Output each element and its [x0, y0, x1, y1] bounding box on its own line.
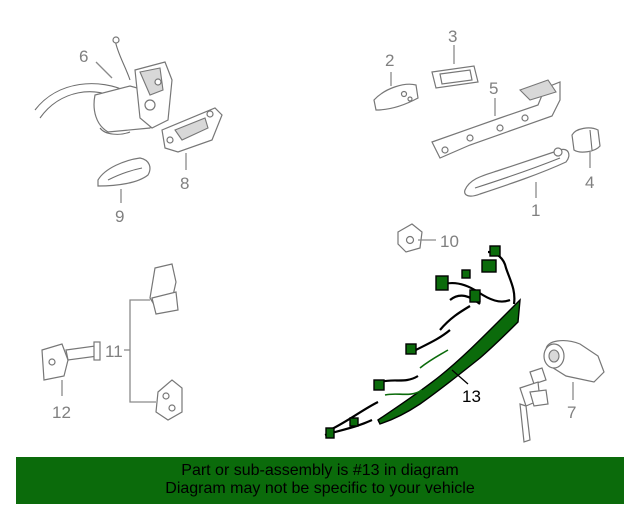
callout-8: 8: [180, 174, 189, 193]
callout-1: 1: [531, 201, 540, 220]
callout-2: 2: [385, 51, 394, 70]
part-9-bezel: [97, 157, 151, 187]
callout-10: 10: [440, 232, 459, 251]
callout-6: 6: [79, 47, 88, 66]
part-5-handle-frame: [431, 79, 561, 159]
part-12-door-check: [41, 341, 101, 381]
leader-6: [95, 61, 113, 79]
callout-12: 12: [52, 403, 71, 422]
callout-4: 4: [585, 173, 594, 192]
parts-diagram: 6 8 9 2 3 5: [34, 27, 605, 443]
part-3-pad: [431, 65, 479, 89]
bracket-11: [129, 299, 156, 403]
part-6-door-latch: [34, 36, 173, 135]
leader-13: [451, 369, 469, 385]
part-1-outside-handle: [464, 147, 570, 197]
part-11-hinges: [149, 263, 183, 421]
banner-line-1: Part or sub-assembly is #13 in diagram: [181, 462, 459, 479]
part-8-inside-handle: [161, 107, 223, 153]
part-4-end-cap: [571, 127, 601, 153]
notice-banner: Part or sub-assembly is #13 in diagram D…: [16, 457, 624, 504]
callout-9: 9: [115, 207, 124, 226]
callout-7: 7: [567, 403, 576, 422]
callout-13[interactable]: 13: [462, 387, 481, 406]
part-13-wire-harness: [324, 245, 521, 439]
callout-11: 11: [105, 342, 123, 361]
callout-3: 3: [448, 27, 457, 46]
callout-5: 5: [489, 79, 498, 98]
part-10-clip: [397, 223, 423, 253]
part-7-lock-cylinder: [519, 340, 605, 443]
banner-line-2: Diagram may not be specific to your vehi…: [165, 480, 475, 497]
part-2-cover: [373, 83, 419, 111]
